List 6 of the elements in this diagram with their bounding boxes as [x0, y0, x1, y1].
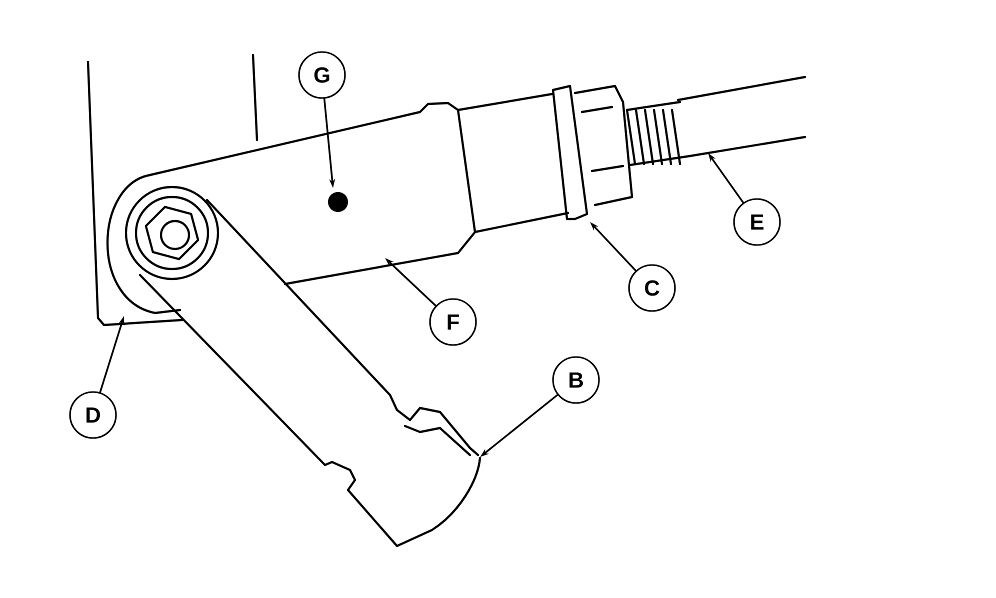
callout-letter: G — [298, 51, 346, 99]
callout-letter: B — [552, 356, 600, 404]
callout-letter: F — [429, 298, 477, 346]
callout-letter: D — [69, 391, 117, 439]
callout-letter: E — [733, 198, 781, 246]
callout-letter: C — [628, 264, 676, 312]
